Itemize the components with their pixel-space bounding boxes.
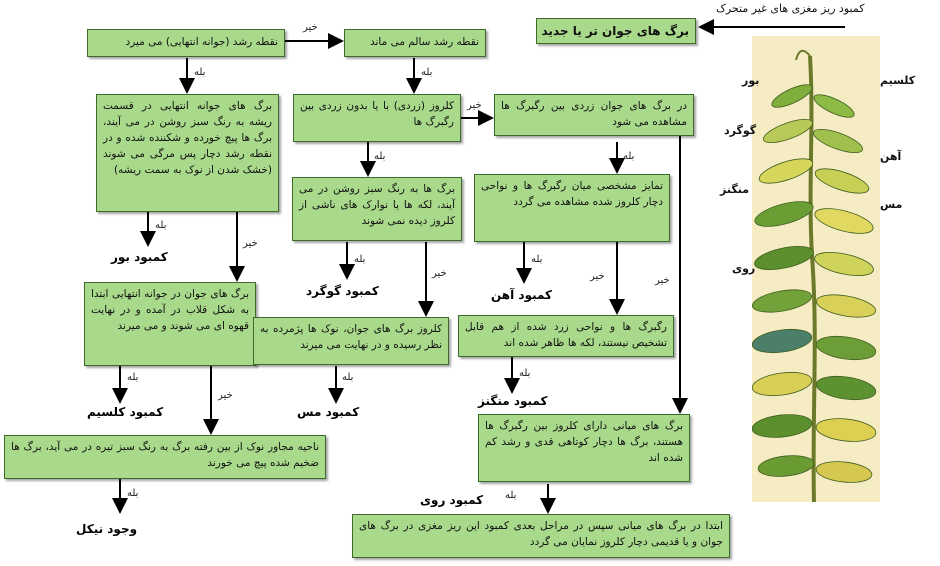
result-iron: کمبود آهن xyxy=(491,288,553,302)
box-hooked-young-leaves: برگ های جوان در جوانه انتهایی ابتدا به ش… xyxy=(84,282,256,366)
plant-illustration xyxy=(751,36,880,503)
result-boron: کمبود بور xyxy=(111,250,168,264)
label-no: خیر xyxy=(590,271,605,282)
label-no: خیر xyxy=(218,390,233,401)
result-sulfur: کمبود گوگرد xyxy=(306,284,379,298)
title-box: برگ های جوان تر یا جدید xyxy=(536,18,696,44)
box-middle-then-young-old: ابتدا در برگ های میانی سپس در مراحل بعدی… xyxy=(352,514,730,558)
label-yes: بله xyxy=(194,67,206,78)
label-yes: بله xyxy=(342,372,354,383)
box-wilted-tips: کلروز برگ های جوان، نوک ها پژمرده به نظر… xyxy=(253,317,449,365)
label-yes: بله xyxy=(531,254,543,265)
plant-label-iron: آهن xyxy=(880,150,902,163)
label-yes: بله xyxy=(354,254,366,265)
label-yes: بله xyxy=(374,151,386,162)
label-yes: بله xyxy=(127,372,139,383)
label-yes: بله xyxy=(505,490,517,501)
box-young-leaf-interveinal: در برگ های جوان زردی بین رگبرگ ها مشاهده… xyxy=(494,94,694,136)
box-growth-point-dies: نقطه رشد (جوانه انتهایی) می میرد xyxy=(87,29,285,57)
box-light-green-leaves: برگ ها به رنگ سبز روشن در می آیند، لکه ه… xyxy=(292,177,462,241)
label-no: خیر xyxy=(655,275,670,286)
label-yes: بله xyxy=(155,220,167,231)
result-copper: کمبود مس xyxy=(297,405,360,419)
result-calcium: کمبود کلسیم xyxy=(87,405,164,419)
plant-label-manganese: منگنز xyxy=(720,183,750,196)
label-no: خیر xyxy=(467,100,482,111)
label-yes: بله xyxy=(127,488,139,499)
result-nickel: وجود نیکل xyxy=(76,522,138,536)
header-caption: کمبود ریز مغزی های غیر متحرک xyxy=(716,2,865,15)
plant-label-zinc: روی xyxy=(732,262,756,275)
box-terminal-bud-leaves: برگ های جوانه انتهایی در قسمت ریشه به رن… xyxy=(96,94,279,212)
label-yes: بله xyxy=(519,368,531,379)
plant-label-calcium: کلسیم xyxy=(880,74,916,87)
result-manganese: کمبود منگنز xyxy=(478,394,548,408)
plant-label-sulfur: گوگرد xyxy=(724,124,757,137)
label-yes: بله xyxy=(421,67,433,78)
box-middle-leaves-chlorosis: برگ های میانی دارای کلروز بین رگبرگ ها ه… xyxy=(478,414,690,482)
box-spots-appear: رگبرگ ها و نواحی زرد شده از هم قابل تشخی… xyxy=(458,315,674,357)
box-dark-green-thick-leaves: ناحیه مجاور نوک از بین رفته برگ به رنگ س… xyxy=(4,435,326,479)
label-no: خیر xyxy=(303,22,318,33)
plant-label-copper: مس xyxy=(880,198,903,211)
plant-label-boron: بور xyxy=(742,74,760,87)
box-growth-point-healthy: نقطه رشد سالم می ماند xyxy=(344,29,486,57)
box-chlorosis: کلروز (زردی) با یا بدون زردی بین رگبرگ ه… xyxy=(293,94,461,142)
label-no: خیر xyxy=(432,268,447,279)
result-zinc: کمبود روی xyxy=(420,493,484,507)
label-yes: بله xyxy=(623,151,635,162)
box-vein-distinction: تمایز مشخصی میان رگبرگ ها و نواحی دچار ک… xyxy=(474,174,670,242)
label-no: خیر xyxy=(243,238,258,249)
